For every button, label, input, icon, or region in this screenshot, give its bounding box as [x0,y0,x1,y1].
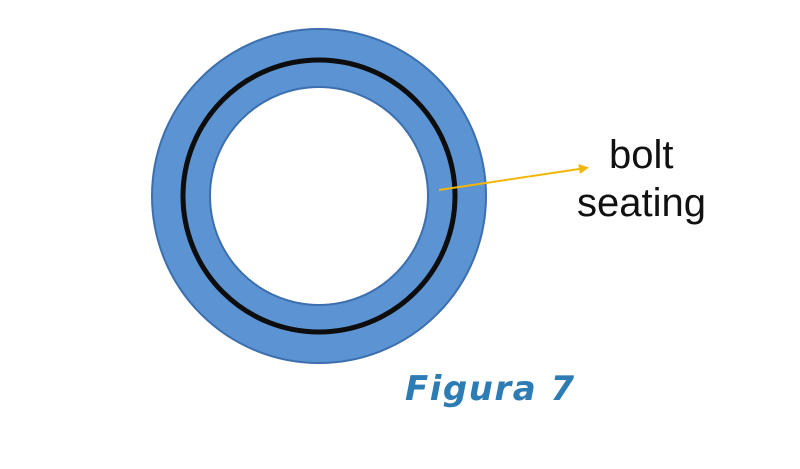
figure-caption: Figura 7 [405,369,576,409]
label-line-2: seating [577,181,706,225]
leader-arrow [438,164,589,191]
label-line-1: bolt [609,133,674,177]
bolt-seating-circle [180,57,458,335]
bolt-seating-label: bolt seating [577,133,706,225]
gasket-inner-edge [209,86,429,306]
